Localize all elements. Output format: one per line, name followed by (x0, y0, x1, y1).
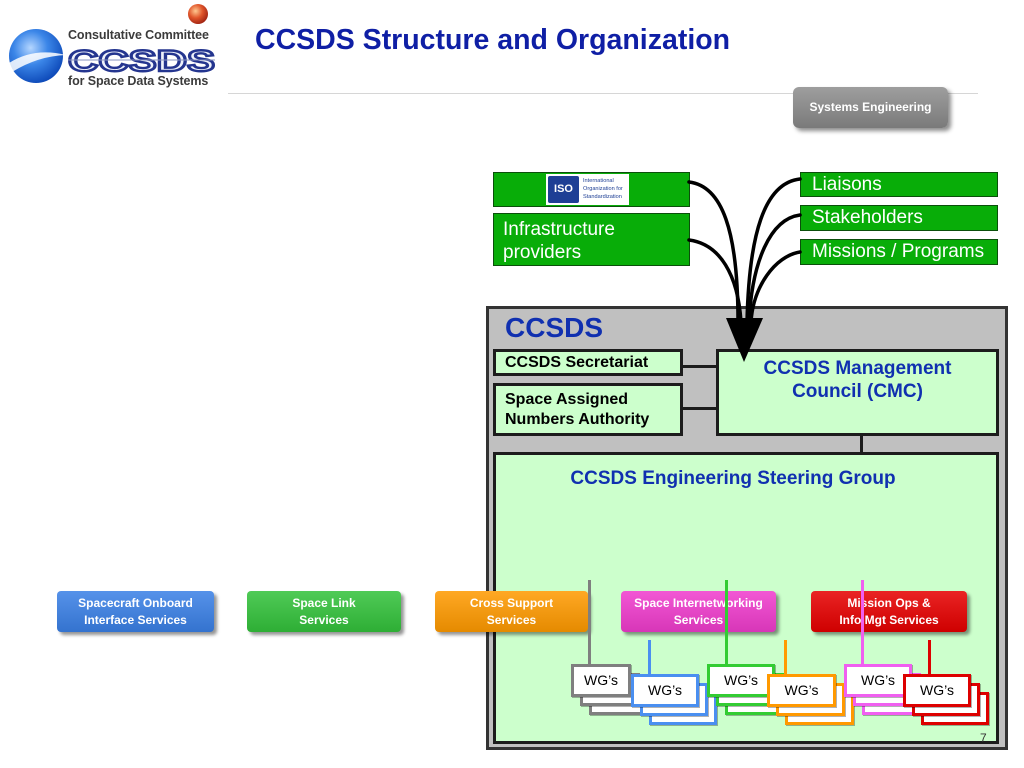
area-cross-support: Cross Support Services (435, 591, 588, 632)
infrastructure-providers-line: Infrastructure (503, 219, 615, 240)
wg-connector-line (861, 580, 864, 664)
cmc-box: CCSDS Management Council (CMC) (716, 349, 999, 436)
area-label-line: Mission Ops & (847, 595, 931, 610)
missions-programs-box: Missions / Programs (800, 239, 998, 265)
wg-connector-line (725, 580, 728, 664)
iso-logo: ISO International Organization for Stand… (546, 174, 629, 205)
area-mission-ops-info-mgt: Mission Ops & Info Mgt Services (811, 591, 967, 632)
iso-text-line: International (583, 178, 614, 184)
iso-box: ISO International Organization for Stand… (493, 172, 690, 207)
cmc-esg-connector (860, 436, 863, 452)
infrastructure-providers-line: providers (503, 242, 582, 263)
iso-text-line: Standardization (583, 194, 622, 201)
arrow-from-iso (687, 180, 740, 324)
wg-label: WG’s (584, 672, 618, 688)
ccsds-logo: CCSDS (9, 4, 216, 83)
wg-card-front: WG’s (631, 674, 699, 707)
wg-connector-line (648, 640, 651, 674)
wg-label: WG’s (724, 672, 758, 688)
logo-line-2: for Space Data Systems (68, 74, 209, 88)
secretariat-label: CCSDS Secretariat (505, 354, 649, 371)
secretariat-box: CCSDS Secretariat (493, 349, 683, 376)
cmc-label-line: Council (CMC) (792, 381, 923, 402)
page-title: CCSDS Structure and Organization (255, 24, 731, 56)
area-space-link: Space Link Services (247, 591, 401, 632)
cmc-label-line: CCSDS Management (763, 358, 952, 379)
sana-box: Space Assigned Numbers Authority (493, 383, 683, 436)
logo-acronym: CCSDS (68, 45, 215, 78)
area-label-line: Services (486, 612, 537, 627)
area-spacecraft-onboard-interface: Spacecraft Onboard Interface Services (57, 591, 214, 632)
esg-title: CCSDS Engineering Steering Group (570, 468, 896, 489)
iso-emblem-icon: ISO (548, 176, 579, 203)
systems-engineering-box: Systems Engineering (793, 87, 948, 128)
iso-logo-text: International Organization for Standardi… (583, 177, 623, 202)
area-label-line: Cross Support (469, 595, 554, 610)
arrow-from-liaisons (745, 177, 802, 324)
wg-connector-line (928, 640, 931, 674)
area-label-line: Services (673, 612, 724, 627)
title-divider (228, 93, 978, 94)
area-label-line: Space Link (292, 595, 356, 610)
logo-line-1: Consultative Committee (68, 28, 209, 42)
sana-cmc-connector (683, 407, 716, 410)
infrastructure-providers-box: Infrastructure providers (493, 213, 690, 266)
stakeholders-box: Stakeholders (800, 205, 998, 231)
wg-connector-line (588, 580, 591, 664)
wg-card-front: WG’s (707, 664, 775, 697)
iso-text-line: Organization for (583, 186, 623, 193)
wg-label: WG’s (861, 672, 895, 688)
ccsds-frame-label: CCSDS (505, 312, 604, 343)
wg-label: WG’s (784, 682, 819, 698)
wg-card-front: WG’s (844, 664, 912, 697)
wg-label: WG’s (920, 682, 954, 698)
page-number: 7 (980, 731, 987, 745)
liaisons-box: Liaisons (800, 172, 998, 197)
wg-card-front: WG’s (767, 674, 836, 707)
secretariat-cmc-connector (683, 365, 716, 368)
logo-sphere-icon (188, 4, 208, 24)
area-label-line: Spacecraft Onboard (78, 595, 193, 610)
area-label-line: Services (299, 612, 349, 627)
logo-swoosh (9, 52, 66, 72)
area-label-line: Interface Services (84, 612, 187, 627)
area-space-internetworking: Space Internetworking Services (621, 591, 776, 632)
wg-label: WG’s (648, 682, 682, 698)
sana-label-line: Space Assigned (505, 391, 629, 408)
sana-label-line: Numbers Authority (505, 411, 650, 428)
wg-connector-line (784, 640, 787, 674)
wg-card-front: WG’s (571, 664, 631, 697)
wg-card-front: WG’s (903, 674, 971, 707)
area-label-line: Info Mgt Services (839, 612, 939, 627)
area-label-line: Space Internetworking (634, 595, 763, 610)
